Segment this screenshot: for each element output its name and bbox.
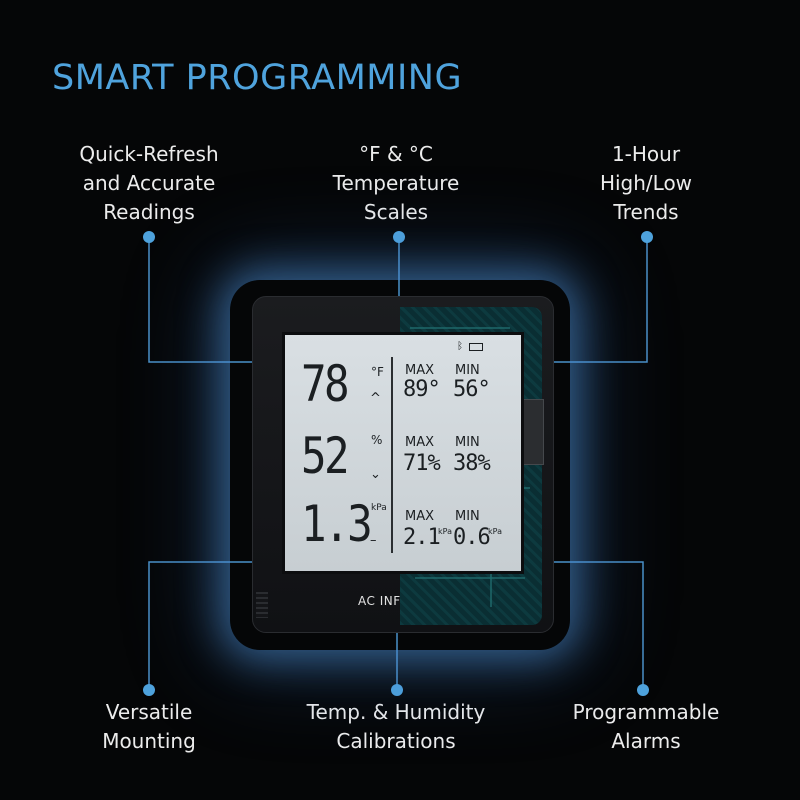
connector-4 (148, 561, 258, 690)
connector-dot-6 (637, 684, 649, 696)
feature-line: Programmable (572, 700, 720, 724)
vpd-min: 0.6 (453, 525, 491, 550)
vpd-unit: kPa (371, 503, 387, 513)
lcd-screen: ᛒ 78 °F ^ MAX MIN 89° 56° 52 % ⌄ MAX MIN… (282, 332, 524, 574)
feature-line: Calibrations (336, 729, 456, 753)
feature-calibrations: Temp. & Humidity Calibrations (286, 698, 506, 756)
min-label: MIN (455, 435, 480, 450)
vpd-max-unit: kPa (438, 527, 452, 536)
min-label: MIN (455, 363, 480, 378)
max-label: MAX (405, 509, 435, 524)
connector-dot-2 (393, 231, 405, 243)
feature-line: Scales (363, 200, 429, 224)
feature-line: °F & °C (359, 142, 433, 166)
feature-temperature-scales: °F & °C Temperature Scales (286, 140, 506, 227)
feature-line: Temp. & Humidity (306, 700, 486, 724)
min-label: MIN (455, 509, 480, 524)
temperature-unit: °F (371, 365, 384, 379)
max-label: MAX (405, 363, 435, 378)
connector-3 (546, 237, 648, 363)
feature-line: 1-Hour (611, 142, 681, 166)
feature-line: Mounting (102, 729, 196, 753)
vpd-reading: 1.3 (301, 495, 373, 553)
feature-versatile-mounting: Versatile Mounting (39, 698, 259, 756)
brand-label: AC INF (358, 594, 401, 608)
humidity-unit: % (371, 433, 383, 447)
temperature-min: 56° (453, 377, 491, 402)
humidity-min: 38% (453, 451, 491, 476)
bluetooth-icon: ᛒ (457, 341, 463, 352)
feature-line: Readings (103, 200, 195, 224)
battery-icon (469, 343, 483, 351)
feature-programmable-alarms: Programmable Alarms (536, 698, 756, 756)
screen-divider (391, 357, 393, 553)
feature-line: High/Low (599, 171, 693, 195)
feature-line: Quick-Refresh (79, 142, 219, 166)
connector-1 (148, 237, 258, 363)
max-label: MAX (405, 435, 435, 450)
connector-dot-1 (143, 231, 155, 243)
feature-line: Trends (613, 200, 679, 224)
feature-line: Versatile (105, 700, 193, 724)
connector-6 (546, 561, 644, 690)
connector-dot-3 (641, 231, 653, 243)
connector-dot-5 (391, 684, 403, 696)
feature-high-low-trends: 1-Hour High/Low Trends (536, 140, 756, 227)
humidity-reading: 52 (301, 427, 350, 485)
feature-line: Alarms (611, 729, 681, 753)
trend-down-icon: ⌄ (370, 467, 381, 482)
temperature-max: 89° (403, 377, 441, 402)
vpd-min-unit: kPa (488, 527, 502, 536)
vpd-max: 2.1 (403, 525, 441, 550)
trend-flat-icon: – (370, 533, 377, 548)
temperature-reading: 78 (301, 355, 350, 413)
device-vents (256, 592, 268, 618)
connector-dot-4 (143, 684, 155, 696)
feature-line: Temperature (332, 171, 460, 195)
trend-up-icon: ^ (370, 391, 381, 406)
feature-line: and Accurate (82, 171, 216, 195)
feature-quick-refresh: Quick-Refresh and Accurate Readings (39, 140, 259, 227)
page-title: SMART PROGRAMMING (52, 58, 463, 98)
humidity-max: 71% (403, 451, 441, 476)
